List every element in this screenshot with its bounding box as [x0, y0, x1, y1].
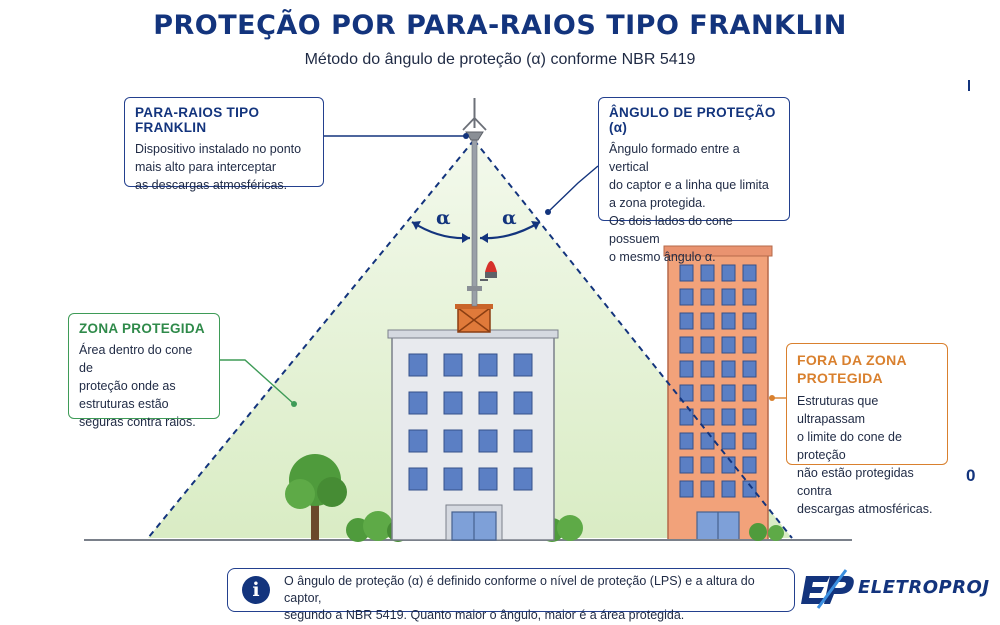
warning-beacon-icon [480, 261, 497, 281]
edge-mark: 0 [966, 466, 976, 485]
window [742, 480, 757, 498]
window [742, 432, 757, 450]
angle-label-left: α [436, 207, 451, 229]
roof-tower [455, 304, 493, 333]
franklin-callout-text: Dispositivo instalado no ponto mais alto… [135, 142, 302, 192]
lightning-rod [462, 98, 487, 307]
main-building [387, 329, 559, 541]
window [742, 264, 757, 282]
window [513, 353, 533, 377]
edge-tick [968, 80, 970, 91]
outside-zone-title: FORA DA ZONA PROTEGIDA [797, 352, 907, 386]
window [513, 467, 533, 491]
protected-zone-title: ZONA PROTEGIDA [79, 321, 205, 336]
window [443, 467, 463, 491]
window [721, 312, 736, 330]
info-icon: i [242, 576, 270, 604]
angle-leader [547, 165, 599, 213]
protected-zone-text: Área dentro do cone de proteção onde as … [79, 343, 196, 429]
outside-zone-text: Estruturas que ultrapassam o limite do c… [797, 394, 933, 516]
window [443, 391, 463, 415]
window [679, 480, 694, 498]
window [742, 384, 757, 402]
window [679, 432, 694, 450]
window [443, 429, 463, 453]
ep-logo-icon [801, 569, 854, 609]
franklin-callout: PARA-RAIOS TIPO FRANKLIN Dispositivo ins… [124, 97, 324, 192]
info-note: i O ângulo de proteção (α) é definido co… [227, 568, 795, 622]
angle-label-right: α [502, 207, 517, 229]
window [700, 336, 715, 354]
window [700, 288, 715, 306]
window [721, 480, 736, 498]
window [700, 456, 715, 474]
window [478, 467, 498, 491]
window [742, 312, 757, 330]
window [742, 336, 757, 354]
window [679, 408, 694, 426]
window [443, 353, 463, 377]
page-subtitle: Método do ângulo de proteção (α) conform… [304, 51, 696, 68]
protected-zone-callout: ZONA PROTEGIDA Área dentro do cone de pr… [68, 313, 220, 429]
angle-callout-text: Ângulo formado entre a vertical do capto… [609, 142, 769, 264]
window [408, 467, 428, 491]
tall-building [663, 245, 773, 541]
window [721, 264, 736, 282]
window [700, 312, 715, 330]
window [742, 360, 757, 378]
window [742, 288, 757, 306]
window [679, 360, 694, 378]
window [742, 456, 757, 474]
window [679, 264, 694, 282]
info-note-text: O ângulo de proteção (α) é definido conf… [284, 574, 755, 622]
tree [285, 454, 347, 540]
outside-zone-callout: FORA DA ZONA PROTEGIDA Estruturas que ul… [786, 343, 948, 516]
window [478, 429, 498, 453]
cone-right-line [473, 139, 793, 539]
cone-left-line [147, 139, 475, 539]
window [679, 384, 694, 402]
angle-callout-title: ÂNGULO DE PROTEÇÃO (α) [609, 105, 776, 135]
window [513, 429, 533, 453]
window [742, 408, 757, 426]
main-building-windows [408, 353, 533, 491]
window [478, 391, 498, 415]
window [700, 432, 715, 450]
window [679, 288, 694, 306]
window [478, 353, 498, 377]
brand-name: ELETROPROJ [858, 577, 990, 598]
window [408, 391, 428, 415]
window [700, 480, 715, 498]
window [721, 432, 736, 450]
protected-leader [220, 359, 295, 405]
window [700, 408, 715, 426]
eletroproj-logo: ELETROPROJ [800, 568, 990, 612]
window [700, 384, 715, 402]
window [679, 336, 694, 354]
window [679, 456, 694, 474]
window [408, 353, 428, 377]
window [721, 288, 736, 306]
window [700, 360, 715, 378]
angle-callout: ÂNGULO DE PROTEÇÃO (α) Ângulo formado en… [598, 97, 790, 264]
window [700, 264, 715, 282]
window [721, 384, 736, 402]
window [721, 408, 736, 426]
franklin-callout-title: PARA-RAIOS TIPO FRANKLIN [135, 105, 260, 135]
window [513, 391, 533, 415]
tall-building-windows [679, 264, 757, 498]
window [721, 336, 736, 354]
window [679, 312, 694, 330]
page-title: PROTEÇÃO POR PARA-RAIOS TIPO FRANKLIN [153, 10, 847, 41]
window [721, 360, 736, 378]
window [408, 429, 428, 453]
